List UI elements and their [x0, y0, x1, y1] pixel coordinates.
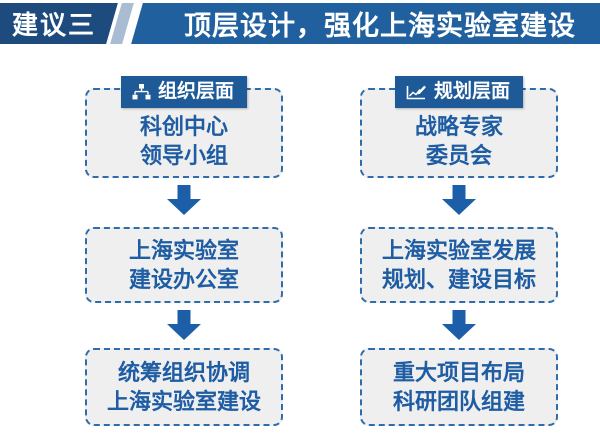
column-header-planning: 规划层面 [394, 76, 524, 109]
box-text-line: 建设办公室 [128, 267, 239, 292]
box-text-line: 领导小组 [139, 143, 228, 168]
box-innovation-center-leading-group: 组织层面 科创中心 领导小组 [85, 76, 283, 178]
box-text-line: 科创中心 [139, 113, 228, 139]
proposal-badge-label: 建议三 [11, 10, 96, 40]
box-shanghai-lab-office: 上海实验室 建设办公室 [85, 227, 283, 303]
down-arrow [167, 310, 201, 340]
box-text-line: 上海实验室建设 [106, 389, 261, 414]
box-text-line: 委员会 [425, 143, 492, 168]
box-text-line: 上海实验室发展 [381, 237, 536, 263]
box-text-line: 重大项目布局 [392, 359, 525, 385]
box-text-line: 上海实验室 [128, 237, 239, 263]
box-text-line: 科研团队组建 [392, 389, 525, 414]
organization-column: 组织层面 科创中心 领导小组 上海实验室 建设办公室 统筹组织协调 上海实验室建… [85, 76, 283, 426]
column-header-label: 组织层面 [157, 81, 235, 102]
down-arrow [442, 310, 476, 340]
chart-pencil-icon [406, 84, 427, 100]
box-coordinate-lab-construction: 统筹组织协调 上海实验室建设 [85, 348, 283, 426]
box-text-line: 战略专家 [414, 113, 503, 139]
proposal-badge: 建议三 [0, 3, 118, 44]
box-lab-development-goals: 上海实验室发展 规划、建设目标 [360, 227, 558, 303]
page-title: 顶层设计，强化上海实验室建设 [184, 11, 576, 41]
title-banner: 顶层设计，强化上海实验室建设 [131, 3, 600, 44]
box-strategy-expert-committee: 规划层面 战略专家 委员会 [360, 76, 558, 178]
down-arrow [442, 185, 476, 215]
title-bar: 建议三 顶层设计，强化上海实验室建设 [0, 3, 600, 44]
org-chart-icon [132, 83, 151, 100]
box-text-line: 规划、建设目标 [381, 267, 536, 292]
down-arrow [167, 185, 201, 215]
column-header-organization: 组织层面 [120, 76, 248, 109]
box-major-projects-team-building: 重大项目布局 科研团队组建 [360, 348, 558, 426]
column-header-label: 规划层面 [433, 81, 511, 102]
planning-column: 规划层面 战略专家 委员会 上海实验室发展 规划、建设目标 重大项目布局 科研团… [360, 76, 558, 426]
box-text-line: 统筹组织协调 [117, 359, 250, 385]
